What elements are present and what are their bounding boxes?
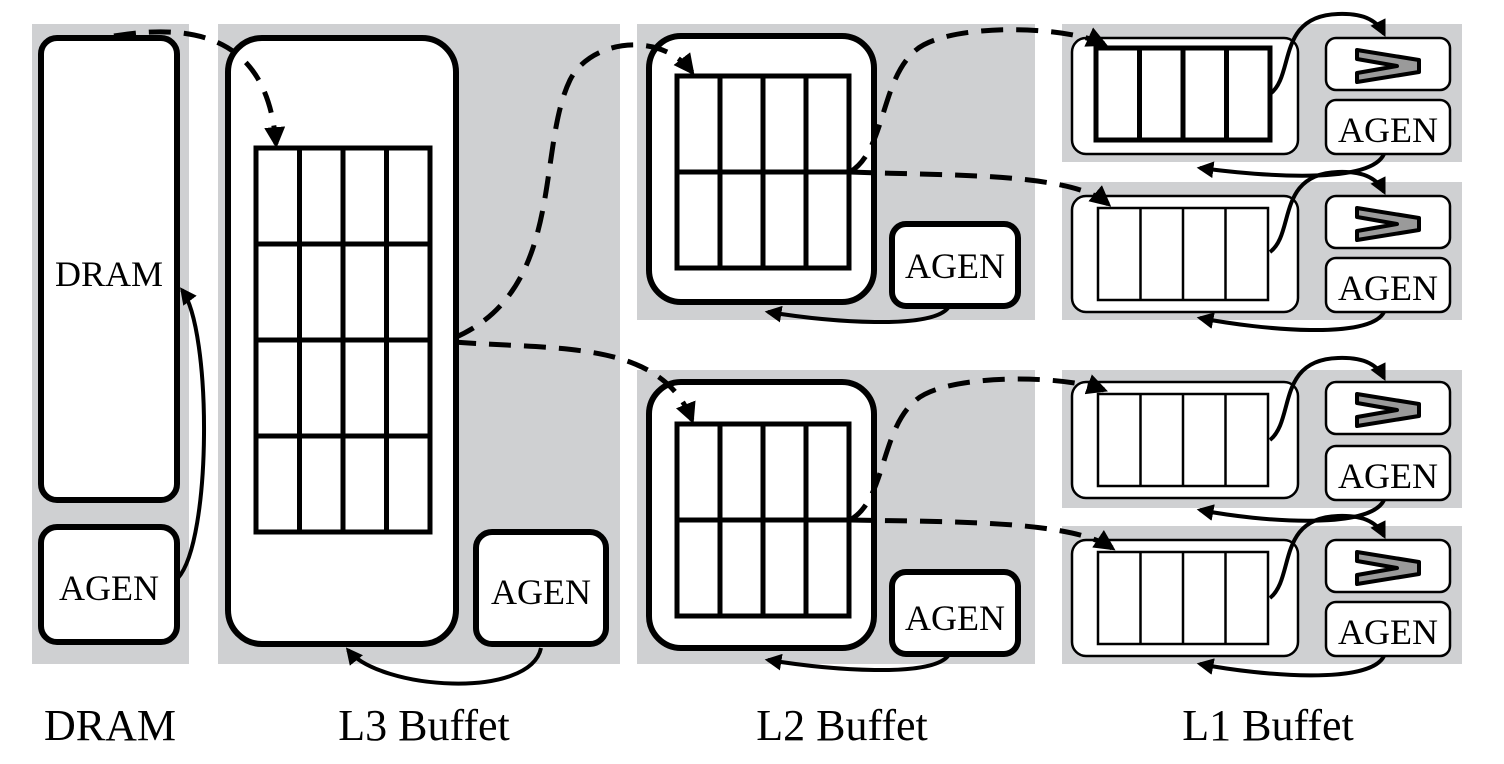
- l1-agen-arrow: [1196, 498, 1386, 523]
- l1-agen-label: AGEN: [1338, 110, 1438, 150]
- l2-agen-label: AGEN: [905, 598, 1005, 638]
- l1-output-arrow: [1268, 169, 1386, 254]
- l2-top-to-l1-1-arrow: [848, 27, 1108, 175]
- l1-unit-4: AGEN: [1070, 513, 1452, 678]
- l1-agen-box: [1324, 444, 1452, 502]
- dram-box-label: DRAM: [55, 254, 163, 294]
- l2-agen-arrow: [764, 653, 950, 672]
- l1-agen-label: AGEN: [1338, 268, 1438, 308]
- l1-output-arrow: [1268, 355, 1386, 442]
- l1-buffer-box: [1070, 380, 1300, 500]
- l1-caption: L1 Buffet: [1182, 701, 1354, 750]
- l1-agen-arrow: [1196, 152, 1386, 179]
- level-captions: DRAM L3 Buffet L2 Buffet L1 Buffet: [44, 701, 1354, 750]
- l3-agen-box: [473, 529, 609, 647]
- l3-to-l2-bottom-arrow: [453, 339, 696, 424]
- greater-than-icon: [1355, 206, 1421, 242]
- l2-agen-box: [889, 569, 1021, 657]
- dram-level: DRAM AGEN: [38, 35, 206, 645]
- l2-agen-arrow: [764, 305, 950, 324]
- greater-than-icon: [1355, 48, 1421, 84]
- l3-agen-arrow: [345, 647, 543, 686]
- l1-agen-label: AGEN: [1338, 612, 1438, 652]
- l1-output-arrow: [1268, 513, 1386, 600]
- l3-level: AGEN: [225, 35, 609, 686]
- data-movement-arrows: [113, 27, 1116, 551]
- dram-to-l3-arrow: [113, 29, 286, 149]
- greater-than-icon: [1355, 392, 1421, 428]
- l2-top-to-l1-2-arrow: [849, 169, 1112, 207]
- greater-than-icon: [1355, 550, 1421, 586]
- l1-storage-grid: [1096, 550, 1270, 646]
- l1-unit-3: AGEN: [1070, 355, 1452, 523]
- l3-caption: L3 Buffet: [338, 701, 510, 750]
- l2-agen-box: [889, 221, 1021, 309]
- l3-agen-label: AGEN: [491, 572, 591, 612]
- dram-caption: DRAM: [44, 701, 176, 750]
- l3-to-l2-top-arrow: [453, 42, 695, 341]
- dram-agen-arrow: [176, 287, 206, 580]
- l1-storage-grid: [1096, 206, 1270, 302]
- l1-agen-box: [1324, 600, 1452, 658]
- l2-caption: L2 Buffet: [756, 701, 928, 750]
- l1-buffer-box: [1070, 194, 1300, 314]
- l1-agen-arrow: [1196, 310, 1386, 333]
- l2-storage-grid: [674, 73, 852, 271]
- l2-agen-label: AGEN: [905, 246, 1005, 286]
- l1-buffer-box: [1070, 538, 1300, 658]
- l2-unit-top: AGEN: [646, 33, 1021, 324]
- l3-storage-grid: [253, 145, 433, 535]
- l1-unit-2: AGEN: [1070, 169, 1452, 333]
- l2-bottom-to-l1-4-arrow: [849, 517, 1116, 551]
- l1-agen-label: AGEN: [1338, 456, 1438, 496]
- l2-unit-bottom: AGEN: [646, 379, 1021, 672]
- l1-agen-arrow: [1196, 654, 1386, 678]
- dram-box: [38, 35, 180, 503]
- l2-storage-grid: [674, 421, 852, 619]
- dram-agen-label: AGEN: [59, 568, 159, 608]
- l1-storage-grid: [1096, 392, 1270, 488]
- l2-bottom-to-l1-3-arrow: [848, 374, 1108, 523]
- l1-unit-1: AGEN: [1070, 11, 1452, 179]
- l1-output-arrow: [1268, 11, 1386, 96]
- dram-agen-box: [38, 524, 180, 645]
- l1-agen-box: [1324, 256, 1452, 314]
- l1-agen-box: [1324, 98, 1452, 156]
